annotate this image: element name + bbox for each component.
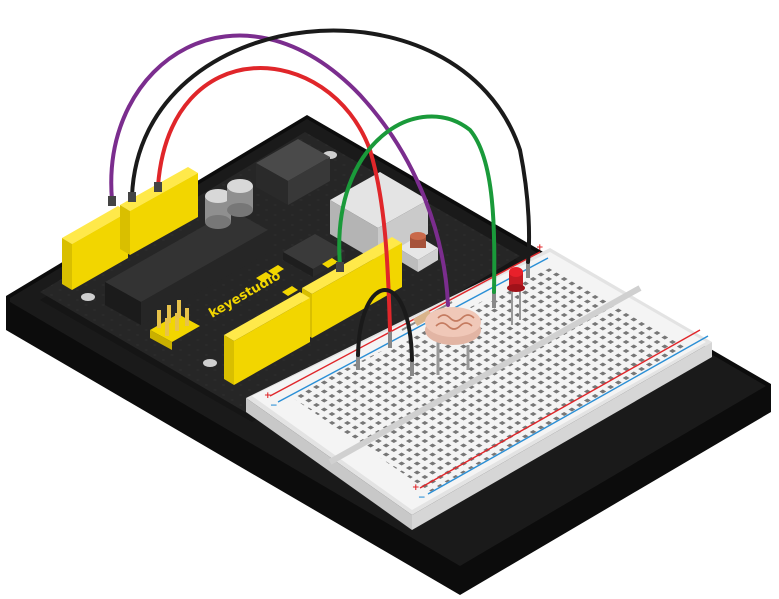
mount-hole — [81, 293, 95, 301]
wire-red — [156, 66, 392, 332]
breadboard-pins — [356, 262, 530, 376]
rail-minus-label: − — [418, 493, 426, 503]
wire-black — [356, 288, 414, 362]
microcontroller-chip — [105, 210, 268, 325]
center-channel — [328, 285, 642, 465]
wires — [108, 28, 532, 362]
red-led — [507, 267, 525, 325]
rail-plus-label: + — [412, 483, 420, 493]
reset-button — [398, 232, 438, 272]
wire-black — [130, 28, 532, 264]
header-digital-front — [224, 292, 310, 385]
rail-blue — [427, 335, 709, 495]
power-jack — [256, 139, 330, 205]
header-power-left — [62, 206, 128, 290]
smd-leds — [256, 258, 338, 296]
rail-minus-label: − — [270, 401, 278, 411]
capacitor — [205, 189, 231, 229]
rail-red — [419, 329, 701, 489]
icsp-header — [150, 300, 200, 350]
rail-blue — [277, 257, 549, 403]
breadboard: + + + − − — [246, 243, 712, 530]
wire-green — [337, 114, 497, 294]
rail-plus-label: + — [536, 243, 544, 253]
mount-hole — [203, 359, 217, 367]
wire-purple — [109, 33, 450, 307]
photoresistor — [425, 307, 481, 375]
capacitor — [227, 179, 253, 217]
rail-plus-label: + — [264, 391, 272, 401]
